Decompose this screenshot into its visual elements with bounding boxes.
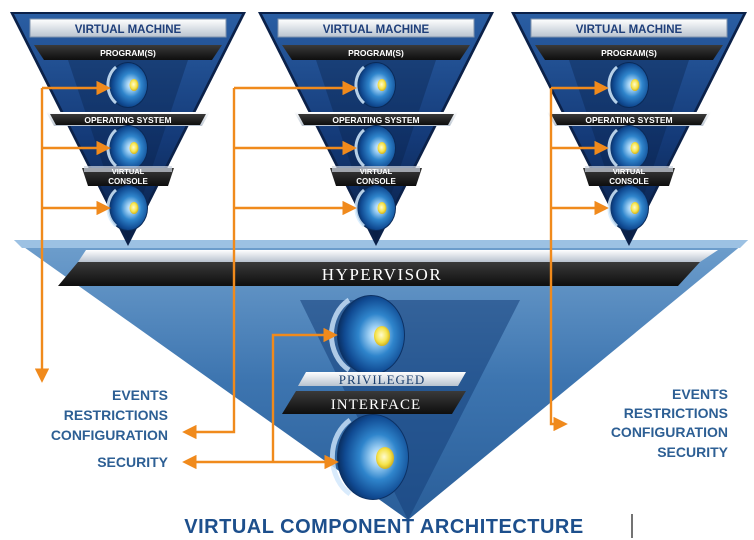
arrows: [34, 80, 609, 470]
vm-os-label: OPERATING SYSTEM: [84, 115, 171, 125]
arrow-middle-main: [182, 88, 236, 440]
vm-console-label-line1: VIRTUAL: [613, 167, 646, 176]
privileged-plate: [298, 372, 466, 386]
vm-console-band: [82, 168, 174, 186]
vm-console-label-line2: CONSOLE: [356, 177, 396, 186]
interface-plate: [282, 391, 466, 414]
virtual-machine-2: VIRTUAL MACHINE PROGRAM(S) OPERATING SYSTE…: [258, 12, 494, 246]
vm-title-plate: [530, 18, 728, 38]
vm-console-band-highlight: [585, 166, 673, 172]
hypervisor-top-bevel: [14, 240, 748, 248]
vm-title-plate: [277, 18, 475, 38]
interface-label: INTERFACE: [331, 397, 421, 413]
hypervisor-section: HYPERVISOR PRIVILEGED INTERFACE: [14, 240, 748, 520]
vm-console-band: [330, 168, 422, 186]
vm-console-label-line2: CONSOLE: [609, 177, 649, 186]
vm-os-sphere: [607, 125, 649, 171]
left-list-configuration: CONFIGURATION: [51, 427, 168, 443]
vm-console-band-highlight: [332, 166, 420, 172]
vm-os-sphere: [354, 125, 396, 171]
right-list-security: SECURITY: [657, 444, 728, 460]
virtual-machine-1: VIRTUAL MACHINE PROGRAM(S) OPERATING SYSTE…: [10, 12, 246, 246]
right-list: EVENTS RESTRICTIONS CONFIGURATION SECURI…: [611, 386, 729, 460]
left-list-restrictions: RESTRICTIONS: [64, 407, 168, 423]
vm-program-band: [535, 45, 723, 60]
vm-console-band: [583, 168, 675, 186]
vm-os-band: [50, 114, 206, 125]
vm-console-sphere: [607, 185, 649, 231]
hypervisor-band-highlight: [78, 250, 718, 262]
vm-console-label-line1: VIRTUAL: [112, 167, 145, 176]
vm-program-label: PROGRAM(S): [100, 48, 156, 58]
vm-os-label: OPERATING SYSTEM: [332, 115, 419, 125]
arrow-right-main: [549, 88, 568, 432]
privileged-label: PRIVILEGED: [339, 372, 426, 387]
vm-console-sphere: [354, 185, 396, 231]
vm-console-label-line2: CONSOLE: [108, 177, 148, 186]
vm-program-sphere: [106, 62, 148, 108]
right-list-configuration: CONFIGURATION: [611, 424, 728, 440]
left-list: EVENTS RESTRICTIONS CONFIGURATION SECURI…: [51, 387, 169, 470]
vm-program-label: PROGRAM(S): [601, 48, 657, 58]
vm-console-sphere: [106, 185, 148, 231]
left-list-security: SECURITY: [97, 454, 168, 470]
left-list-events: EVENTS: [112, 387, 168, 403]
vm-program-sphere: [354, 62, 396, 108]
vm-title: VIRTUAL MACHINE: [576, 24, 683, 36]
hypervisor-upper-sphere: [329, 295, 405, 375]
vm-program-sphere: [607, 62, 649, 108]
virtual-machine-3: VIRTUAL MACHINE PROGRAM(S) OPERATING SYSTE…: [511, 12, 747, 246]
vm-title-plate: [29, 18, 227, 38]
right-list-events: EVENTS: [672, 386, 728, 402]
vm-os-band: [298, 114, 454, 125]
diagram-caption: VIRTUAL COMPONENT ARCHITECTURE: [184, 516, 583, 538]
vm-os-band: [551, 114, 707, 125]
vm-title: VIRTUAL MACHINE: [323, 24, 430, 36]
vm-os-label: OPERATING SYSTEM: [585, 115, 672, 125]
arrow-hypervisor-to-upper-sphere: [271, 327, 338, 462]
vm-console-label-line1: VIRTUAL: [360, 167, 393, 176]
vm-os-sphere: [106, 125, 148, 171]
hypervisor-lower-sphere: [329, 414, 409, 500]
hypervisor-band: [58, 262, 700, 286]
vm-title: VIRTUAL MACHINE: [75, 24, 182, 36]
hypervisor-label: HYPERVISOR: [322, 265, 442, 284]
vm-program-band: [282, 45, 470, 60]
vm-program-label: PROGRAM(S): [348, 48, 404, 58]
vm-program-band: [34, 45, 222, 60]
right-list-restrictions: RESTRICTIONS: [624, 405, 728, 421]
vm-console-band-highlight: [84, 166, 172, 172]
virtual-machines: VIRTUAL MACHINE PROGRAM(S) OPERATING SYSTE…: [10, 12, 747, 246]
